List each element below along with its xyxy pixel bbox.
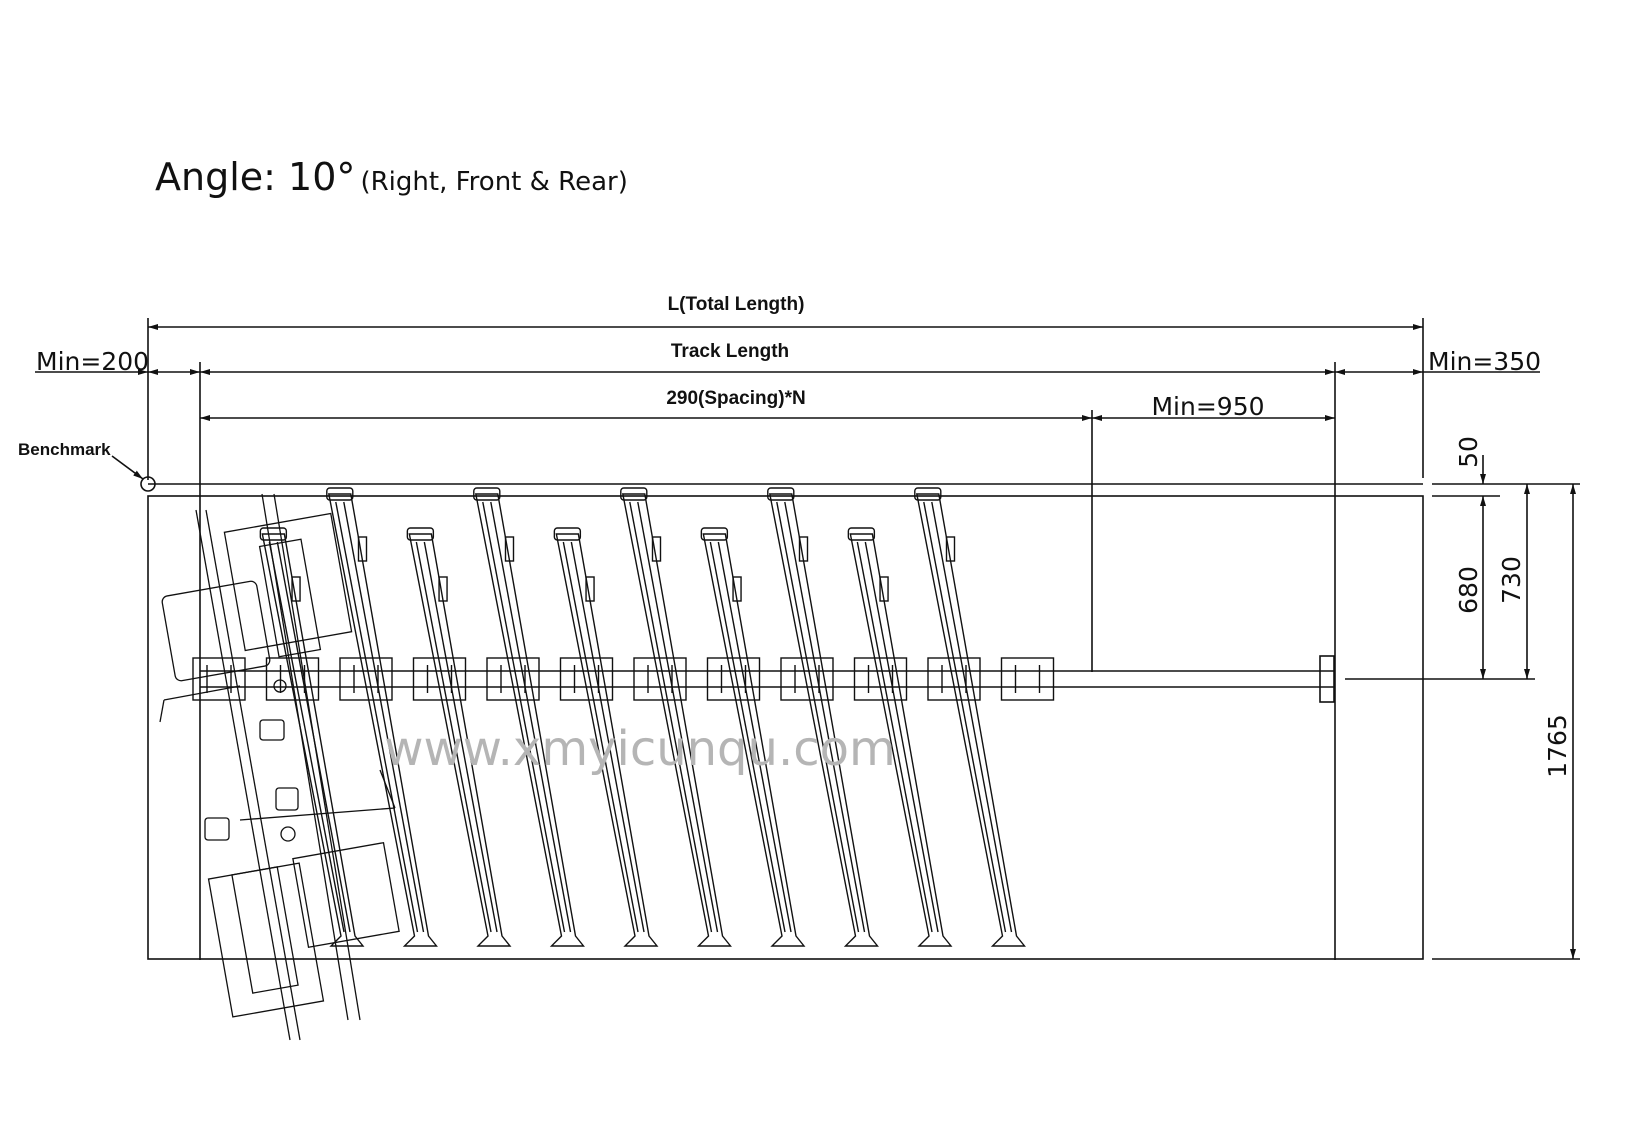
bike-stand-bracket — [651, 536, 662, 562]
bike-stand-inner — [343, 501, 425, 933]
rail-clamp — [192, 657, 246, 701]
bike-stand-cap — [326, 487, 354, 501]
bike-stand-bracket — [732, 576, 742, 602]
rail-clamp — [1000, 657, 1055, 701]
bike-stand-inner — [335, 501, 419, 933]
label-benchmark: Benchmark — [18, 440, 111, 459]
label-min-200: Min=200 — [36, 347, 149, 376]
bike-stand-inner — [923, 501, 1007, 933]
bike-stand-inner — [490, 501, 572, 933]
bike-stand-cap — [553, 527, 582, 541]
bike-stand-inner — [276, 541, 351, 933]
bike-stand-cap — [259, 527, 288, 541]
bike-stand-cap — [620, 487, 648, 501]
label-dim-680: 680 — [1454, 566, 1483, 614]
rail-clamp — [265, 657, 320, 701]
label-total-length: L(Total Length) — [668, 294, 805, 315]
bike-stand — [261, 533, 365, 947]
benchmark-leader — [111, 455, 144, 480]
bike-stand-inner — [637, 501, 719, 933]
bike-stand-bracket — [291, 576, 301, 602]
bike-stand-inner — [931, 501, 1013, 933]
floor-area-outline — [147, 495, 1424, 960]
label-min-350: Min=350 — [1428, 347, 1541, 376]
bike-stand — [621, 493, 732, 947]
diagram-title: Angle: 10° (Right, Front & Rear) — [155, 155, 628, 199]
bike-stand-bracket — [438, 576, 448, 602]
bike-stand — [768, 493, 879, 947]
bike-stand-inner — [562, 541, 639, 933]
bicycle-drawing — [159, 493, 400, 1041]
bike-stand-inner — [784, 501, 866, 933]
bike-stand — [408, 533, 512, 947]
label-dim-50: 50 — [1454, 436, 1483, 468]
bike-stand-inner — [570, 541, 645, 933]
rail-clamp — [559, 657, 614, 701]
bike-stand-cap — [406, 527, 435, 541]
rail-clamp — [706, 657, 761, 701]
bike-stand-cap — [473, 487, 501, 501]
bike-stand-bracket — [879, 576, 889, 602]
bike-stand-inner — [415, 541, 492, 933]
bike-stand-inner — [709, 541, 786, 933]
bike-stand-bracket — [357, 536, 368, 562]
bike-stand-inner — [268, 541, 345, 933]
bike-stand-bracket — [945, 536, 956, 562]
bike-stand — [702, 533, 806, 947]
bike-stand-inner — [776, 501, 860, 933]
bike-stand-bracket — [504, 536, 515, 562]
bike-stand — [915, 493, 1026, 947]
rail-clamp — [412, 657, 467, 701]
bike-stand-cap — [914, 487, 942, 501]
watermark: www.xmyicunqu.com — [384, 721, 895, 777]
bike-stand-cap — [700, 527, 729, 541]
bike-stand-cap — [767, 487, 795, 501]
bike-stand — [327, 493, 438, 947]
bike-stand-bracket — [585, 576, 595, 602]
rail-end-stop — [1319, 655, 1335, 703]
rail-clamp — [853, 657, 908, 701]
label-track-length: Track Length — [671, 341, 789, 362]
bike-stand-cap — [847, 527, 876, 541]
label-spacing: 290(Spacing)*N — [666, 388, 805, 409]
bike-stand-inner — [864, 541, 939, 933]
angle-subtitle: (Right, Front & Rear) — [360, 167, 628, 197]
bike-stand-inner — [423, 541, 498, 933]
bike-stand — [849, 533, 953, 947]
bike-stand-inner — [629, 501, 713, 933]
label-min-950: Min=950 — [1151, 392, 1264, 421]
label-dim-1765: 1765 — [1543, 714, 1572, 778]
bike-stand — [474, 493, 585, 947]
stand-group — [192, 487, 1055, 947]
angle-title: Angle: 10° — [155, 155, 356, 199]
bike-stand-bracket — [798, 536, 809, 562]
label-dim-730: 730 — [1497, 556, 1526, 604]
bike-stand-inner — [856, 541, 933, 933]
bike-stand-inner — [717, 541, 792, 933]
bike-stand-inner — [482, 501, 566, 933]
benchmark-marker — [140, 476, 156, 492]
bike-stand — [555, 533, 659, 947]
